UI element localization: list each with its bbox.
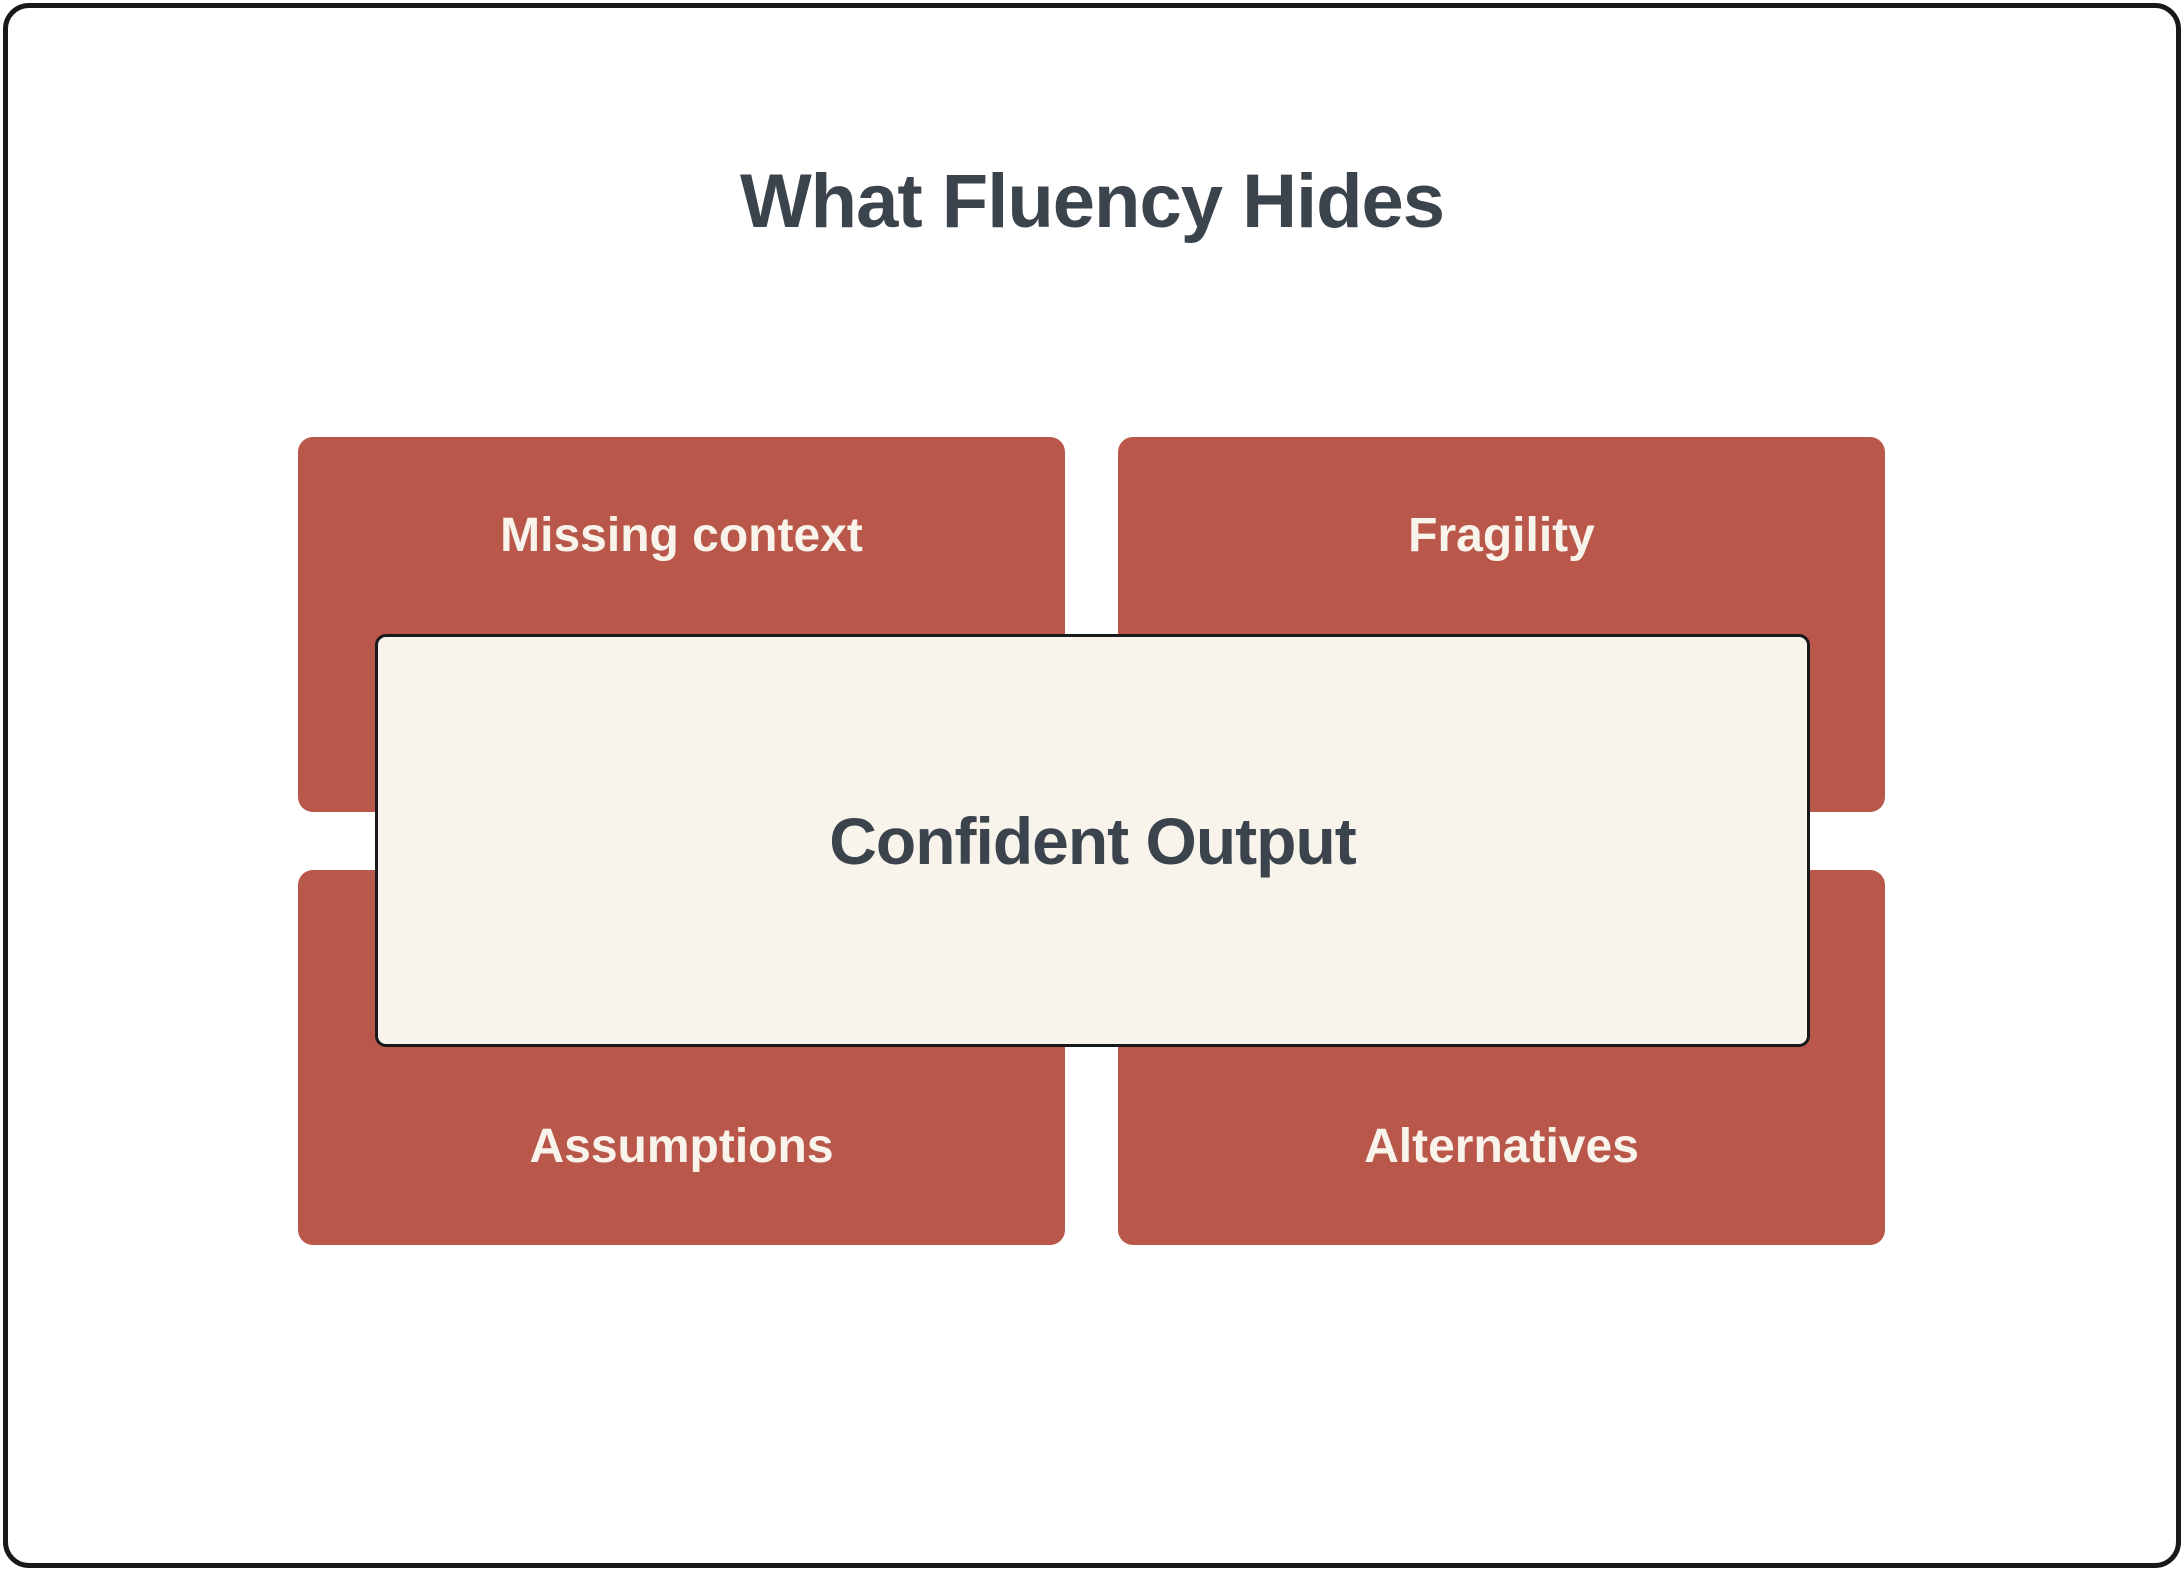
confident-output-box: Confident Output — [375, 634, 1810, 1047]
confident-output-label: Confident Output — [829, 803, 1357, 878]
quadrant-label-missing-context: Missing context — [500, 509, 863, 562]
diagram-title: What Fluency Hides — [739, 159, 1445, 244]
quadrant-label-fragility: Fragility — [1408, 509, 1595, 562]
quadrant-label-assumptions: Assumptions — [529, 1119, 834, 1173]
quadrant-label-alternatives: Alternatives — [1364, 1119, 1639, 1173]
